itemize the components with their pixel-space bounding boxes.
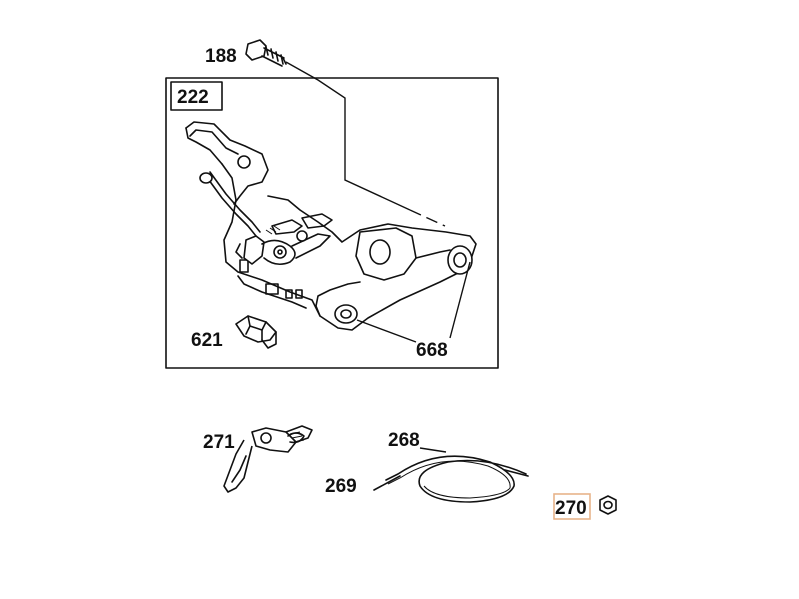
nut-270: 270: [553, 493, 617, 520]
lever-271: 271: [203, 425, 313, 493]
clip-621: 621: [191, 315, 277, 351]
cable-268: 268 269: [325, 430, 529, 503]
part-270-highlight: [553, 493, 591, 520]
part-label-668: 668: [416, 340, 448, 361]
part-label-268: 268: [388, 430, 420, 451]
part-label-621: 621: [191, 330, 223, 351]
bolt-188: 188: [205, 39, 446, 227]
leader-188: [285, 61, 411, 211]
control-bracket: [185, 121, 477, 331]
hex-nut-icon: [599, 495, 617, 515]
leader-268: [419, 447, 447, 453]
part-label-270: 270: [555, 498, 587, 519]
leader-668-right: [449, 261, 471, 339]
leader-668-lower: [356, 319, 417, 343]
assembly-label: 222: [177, 87, 209, 108]
part-label-188: 188: [205, 46, 237, 67]
part-label-271: 271: [203, 432, 235, 453]
assembly-box-222: 222: [165, 77, 499, 369]
part-label-269: 269: [325, 476, 357, 497]
